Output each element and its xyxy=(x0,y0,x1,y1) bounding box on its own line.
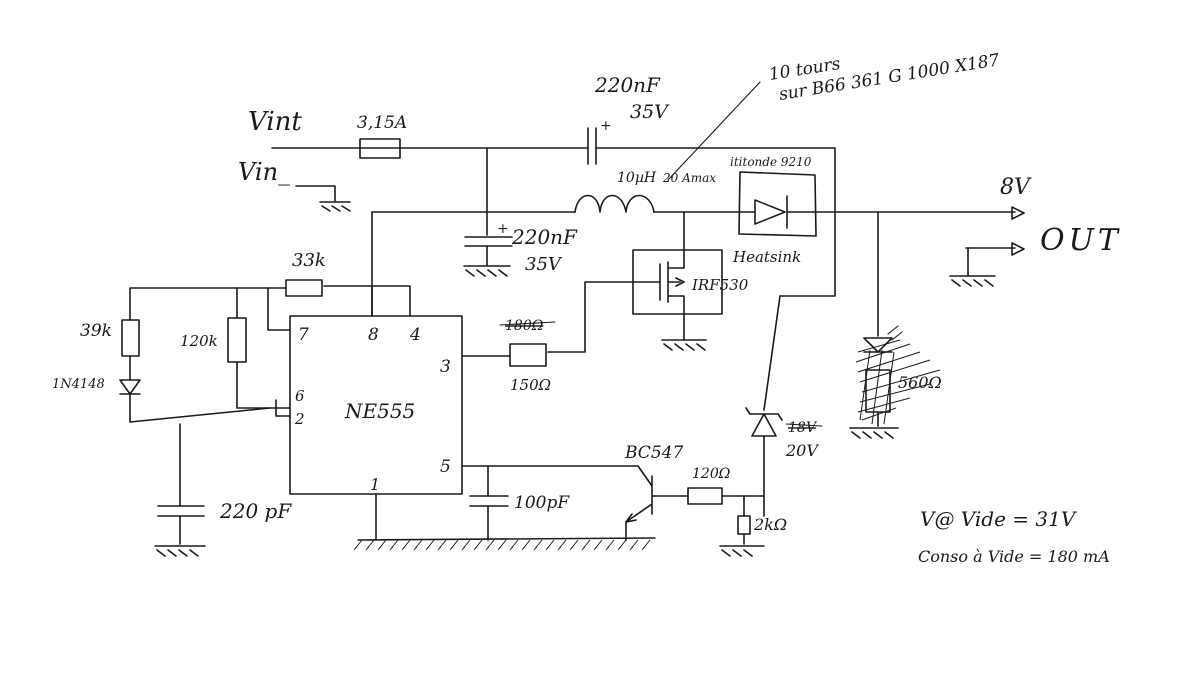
r-gate-value: 150Ω xyxy=(510,376,551,394)
zener-symbol xyxy=(745,407,783,437)
input-cap-symbol xyxy=(587,127,597,165)
mosfet: IRF530 Heatsink xyxy=(547,211,801,353)
output-label: OUT xyxy=(1040,223,1122,258)
transistor-bc547: BC547 xyxy=(624,443,689,541)
mosfet-ground xyxy=(661,339,707,351)
r-base-symbol xyxy=(687,487,723,505)
svg-text:+: + xyxy=(497,221,509,237)
inductor-symbol xyxy=(574,194,655,213)
cap-timing-value: 220 pF xyxy=(219,499,292,523)
pin-2: 2 xyxy=(294,410,305,428)
zener-value: 20V xyxy=(785,441,819,460)
ne555-name: NE555 xyxy=(344,399,415,423)
timing-cap-ground xyxy=(154,545,206,557)
diode-1n4148-label: 1N4148 xyxy=(52,377,105,392)
vin-plus-label: Vint xyxy=(248,107,302,137)
mosfet-heatsink-box xyxy=(632,249,723,315)
svg-text:+: + xyxy=(600,118,612,134)
r-base-value: 120Ω xyxy=(692,466,731,482)
pin-3: 3 xyxy=(440,357,451,377)
pin-7: 7 xyxy=(298,325,309,345)
r-led-struck-value: 560Ω xyxy=(898,373,942,392)
led-ground xyxy=(849,427,899,439)
r-2k-ground xyxy=(719,545,765,557)
r-33k-value: 33k xyxy=(292,250,326,271)
ne555-timer: NE555 7 8 4 3 6 2 5 1 xyxy=(289,315,463,495)
bulk-cap-voltage: 35V xyxy=(525,254,563,275)
r-120k-value: 120k xyxy=(180,332,218,350)
r-gate-symbol xyxy=(509,343,547,367)
r-2k-symbol xyxy=(737,515,751,535)
input-cap-value: 220nF xyxy=(594,73,661,97)
out-arrow-plus xyxy=(1011,206,1025,220)
r-33k-symbol xyxy=(285,279,323,297)
vin-minus-label: Vin_ xyxy=(238,158,290,186)
mosfet-part: IRF530 xyxy=(691,276,749,294)
note-conso-vide: Conso à Vide = 180 mA xyxy=(918,547,1110,566)
fuse-rating: 3,15A xyxy=(357,113,407,133)
heatsink-label: Heatsink xyxy=(732,248,801,266)
inductor-value: 10µH xyxy=(617,170,657,186)
r-2k-value: 2kΩ xyxy=(753,515,787,534)
diode-heatsink-box xyxy=(738,171,817,237)
r-39k-value: 39k xyxy=(80,321,112,341)
diode-1n4148-symbol xyxy=(119,379,141,395)
note-v-vide: V@ Vide = 31V xyxy=(920,507,1078,531)
input-section: Vint Vin_ 3,15A + 220nF 35V xyxy=(238,73,836,297)
output-diode: ititonde 9210 xyxy=(730,155,841,237)
input-cap-voltage: 35V xyxy=(630,101,670,123)
cap-timing-symbol xyxy=(157,505,205,517)
pin-6: 6 xyxy=(295,387,305,405)
fuse-symbol xyxy=(359,138,401,159)
cap-ctrl-value: 100pF xyxy=(514,493,570,513)
output-ground xyxy=(949,247,996,287)
output-voltage: 8V xyxy=(1000,175,1032,200)
r-39k-symbol xyxy=(121,319,140,357)
led-symbol xyxy=(863,337,893,353)
pin-5: 5 xyxy=(440,457,451,477)
ground-bus xyxy=(357,537,656,541)
pin-8: 8 xyxy=(368,325,379,345)
r-gate-struck-value: 180Ω xyxy=(505,318,544,334)
diode-part-label: ititonde 9210 xyxy=(730,155,812,169)
bulk-cap-symbol xyxy=(464,236,513,247)
zener-struck: 18V xyxy=(788,420,818,436)
diode-symbol xyxy=(737,195,841,229)
r-120k-symbol xyxy=(227,317,247,363)
pin-4: 4 xyxy=(409,325,421,345)
bulk-cap-ground xyxy=(463,245,511,277)
bulk-cap-value: 220nF xyxy=(511,225,578,249)
led-branch-scribbled: 560Ω xyxy=(849,211,942,439)
cap-ctrl-symbol xyxy=(469,495,509,507)
transistor-part: BC547 xyxy=(624,443,683,463)
inductor-current: 20 Amax xyxy=(662,171,716,185)
vin-minus-ground xyxy=(295,185,351,212)
pin-1: 1 xyxy=(370,475,380,494)
